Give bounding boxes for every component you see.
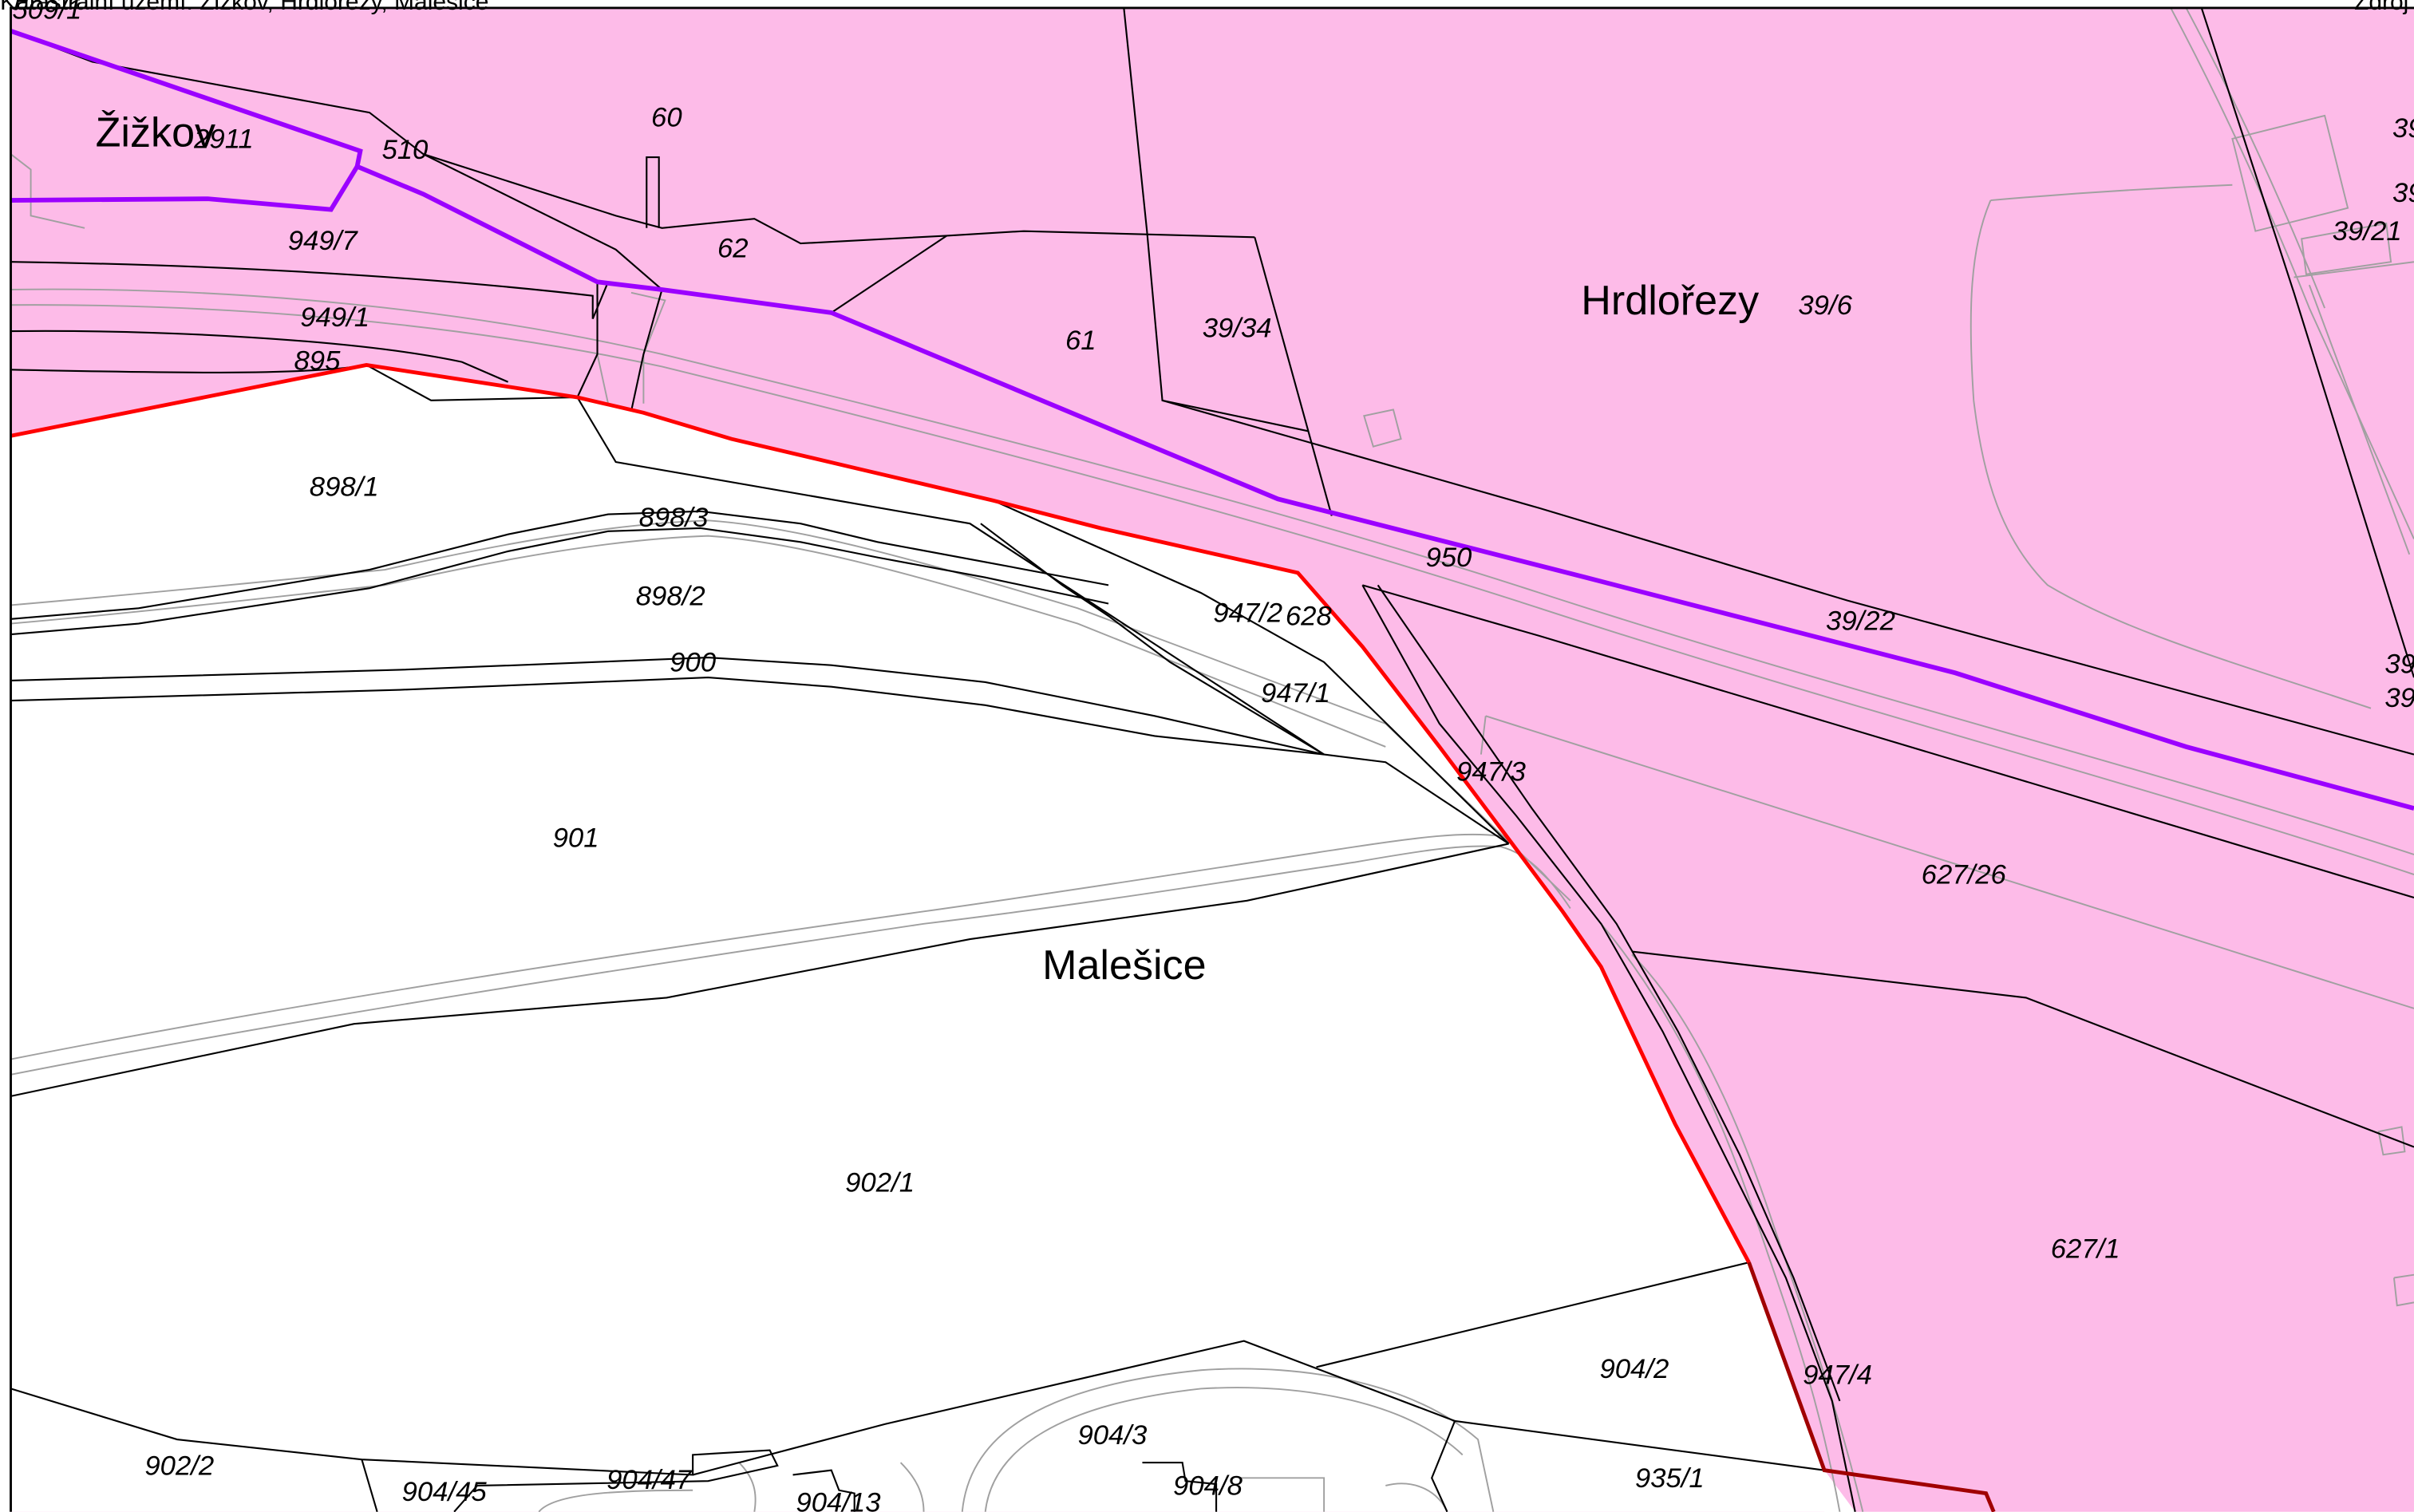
parcel-label: 895 [294,345,341,376]
parcel-label: 949/1 [300,302,369,333]
parcel-label: 39/6 [1798,290,1852,321]
parcel-label: 904/3 [1077,1420,1147,1451]
parcel-label: 935/1 [1635,1463,1705,1494]
parcel-label: 947/3 [1456,756,1526,787]
parcel-label: 627/26 [1922,860,2007,890]
district-label: Žižkov [96,110,215,156]
parcel-label: 509/1 [12,0,81,25]
district-label: Hrdlořezy [1581,278,1759,324]
district-labels: Žižkov Hrdlořezy Malešice [96,110,1760,989]
parcel-label: 950 [1425,543,1472,573]
parcel-label: 904/8 [1173,1471,1243,1502]
parcel-label: 39/21 [2333,216,2402,247]
parcel-label: 947/4 [1803,1360,1872,1391]
edge-parcel-label: 39/ [2392,113,2414,144]
parcel-label: 898/2 [636,581,705,611]
parcel-label: 904/47 [606,1465,693,1495]
zone-boundary-dark [1747,1261,1996,1512]
map-header-source: Zdroj [2354,0,2409,15]
parcel-label: 904/45 [402,1477,488,1507]
cadastral-boundary [10,29,2414,811]
parcel-label: 898/1 [310,472,379,502]
parcel-label: 898/3 [639,503,709,533]
district-label: Malešice [1042,942,1207,989]
parcel-label: 947/2 [1213,598,1282,629]
edge-parcel-label: 39/2 [2384,683,2414,713]
parcel-label: 902/2 [144,1451,214,1481]
parcel-label: 627/1 [2051,1234,2120,1264]
parcel-label: 900 [670,647,717,677]
parcel-label: 904/13 [796,1488,880,1512]
parcel-label: 60 [651,102,682,132]
parcel-label: 949/7 [288,226,359,256]
parcel-label: 2911 [193,124,254,154]
cadastral-boundary-zizkov [10,165,360,212]
parcel-label: 628 [1286,602,1333,632]
parcel-label: 901 [553,823,599,853]
edge-parcel-label: 39/ [2384,649,2414,679]
parcel-label: 61 [1065,326,1096,356]
parcel-label: 947/1 [1261,678,1330,709]
edge-labels: 39/ 39/ 39/ 39/2 [2384,113,2414,713]
parcel-label: 510 [381,135,429,165]
parcel-label: 39/22 [1826,606,1895,636]
edge-parcel-label: 39/ [2392,178,2414,208]
map-header-title: Katastrální území: Žižkov, Hrdlořezy, Ma… [0,0,489,15]
non-zone-area [10,365,1855,1512]
parcel-labels: 509/1 2911 510 60 62 949/7 949/1 895 61 … [12,0,2401,1512]
parcel-label: 39/34 [1203,314,1272,344]
map-frame [10,6,2414,1512]
zone-boundary [10,363,1751,1264]
parcel-lines [10,7,2414,1512]
parcel-label: 904/2 [1599,1354,1669,1384]
parcel-label: 62 [717,233,749,263]
parcel-label: 902/1 [845,1167,915,1198]
